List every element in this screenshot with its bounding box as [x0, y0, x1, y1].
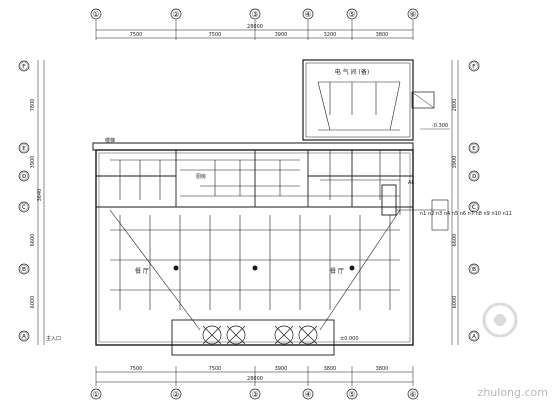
- axis-label: Ⓓ: [20, 172, 28, 181]
- upper-room: 电 气 间 (备) -0.300: [302, 59, 450, 141]
- dim-label: 6000: [30, 296, 36, 309]
- circuit-list: n1 n2 n3 n4 n5 n6 n7 n8 n9 n10 n11: [420, 211, 512, 217]
- dim-label: 3640: [37, 189, 43, 202]
- dim-total: 28000: [247, 24, 263, 30]
- dim-total: 28000: [247, 376, 263, 382]
- axis-label: Ⓕ: [20, 62, 28, 71]
- level-mark: -0.300: [432, 123, 448, 129]
- axis-label: Ⓒ: [20, 203, 28, 212]
- bottom-axis-bubbles: ① ② ③ ④ ⑤ ⑥: [90, 388, 419, 400]
- bottom-dimensions: 7500 7500 3900 3800 3800 28000: [95, 366, 414, 386]
- dim-label: 6000: [452, 296, 458, 309]
- axis-label: ②: [172, 390, 179, 399]
- dim-label: 6600: [452, 234, 458, 247]
- axis-label: Ⓔ: [20, 144, 28, 153]
- dim-label: 3800: [376, 32, 389, 38]
- dim-label: 7500: [130, 366, 143, 372]
- axis-label: Ⓑ: [470, 265, 478, 274]
- dim-label: 7500: [130, 32, 143, 38]
- left-axis-bubbles: Ⓕ Ⓔ Ⓓ Ⓒ Ⓑ Ⓐ: [18, 60, 30, 342]
- axis-label: Ⓐ: [470, 332, 478, 341]
- axis-label: ⑤: [348, 390, 355, 399]
- panel-label: AL: [408, 180, 414, 186]
- distribution-panel: AL n1 n2 n3 n4 n5 n6 n7 n8 n9 n10 n11: [381, 180, 512, 231]
- axis-label: Ⓑ: [20, 265, 28, 274]
- axis-label: ⑤: [348, 10, 355, 19]
- main-building: 楼梯 厨房 餐 厅 餐 厅: [46, 137, 414, 356]
- dim-label: 3900: [452, 156, 458, 169]
- left-dimensions: 7800 3900 3640 6600 6000: [30, 60, 45, 345]
- axis-label: ①: [92, 390, 99, 399]
- axis-label: ③: [251, 390, 258, 399]
- top-axis-bubbles: ① ② ③ ④ ⑤ ⑥: [90, 8, 419, 20]
- dim-label: 6600: [30, 234, 36, 247]
- dim-label: 3800: [376, 366, 389, 372]
- dim-label: 2800: [452, 99, 458, 112]
- dim-label: 7800: [30, 99, 36, 112]
- dim-label: 3800: [324, 366, 337, 372]
- dim-label: 3900: [275, 32, 288, 38]
- room-label: 电 气 间 (备): [335, 68, 369, 76]
- axis-label: ②: [172, 10, 179, 19]
- right-dimensions: 2800 3900 6600 6000: [451, 60, 459, 345]
- axis-label: Ⓔ: [470, 144, 478, 153]
- level-mark: ±0.000: [340, 336, 359, 342]
- top-dimensions: 7500 7500 3900 3200 3800 28000: [95, 20, 414, 40]
- axis-label: ④: [304, 10, 311, 19]
- room-label: 厨房: [196, 173, 206, 180]
- room-label: 餐 厅: [330, 267, 344, 275]
- right-axis-bubbles: Ⓕ Ⓔ Ⓓ Ⓒ Ⓑ Ⓐ: [468, 60, 480, 342]
- dim-label: 7500: [209, 366, 222, 372]
- room-label: 楼梯: [105, 137, 115, 144]
- room-label: 主入口: [46, 335, 61, 342]
- axis-label: Ⓒ: [470, 203, 478, 212]
- axis-label: ①: [92, 10, 99, 19]
- axis-label: ④: [304, 390, 311, 399]
- dim-label: 3200: [324, 32, 337, 38]
- dim-label: 3900: [30, 156, 36, 169]
- axis-label: Ⓓ: [470, 172, 478, 181]
- dim-label: 3900: [275, 366, 288, 372]
- watermark-logo: [482, 302, 518, 338]
- axis-label: ⑥: [409, 390, 416, 399]
- axis-label: Ⓕ: [470, 62, 478, 71]
- watermark-text: zhulong.com: [477, 386, 548, 399]
- room-label: 餐 厅: [135, 267, 149, 275]
- axis-label: ⑥: [409, 10, 416, 19]
- dim-label: 7500: [209, 32, 222, 38]
- axis-label: ③: [251, 10, 258, 19]
- axis-label: Ⓐ: [20, 332, 28, 341]
